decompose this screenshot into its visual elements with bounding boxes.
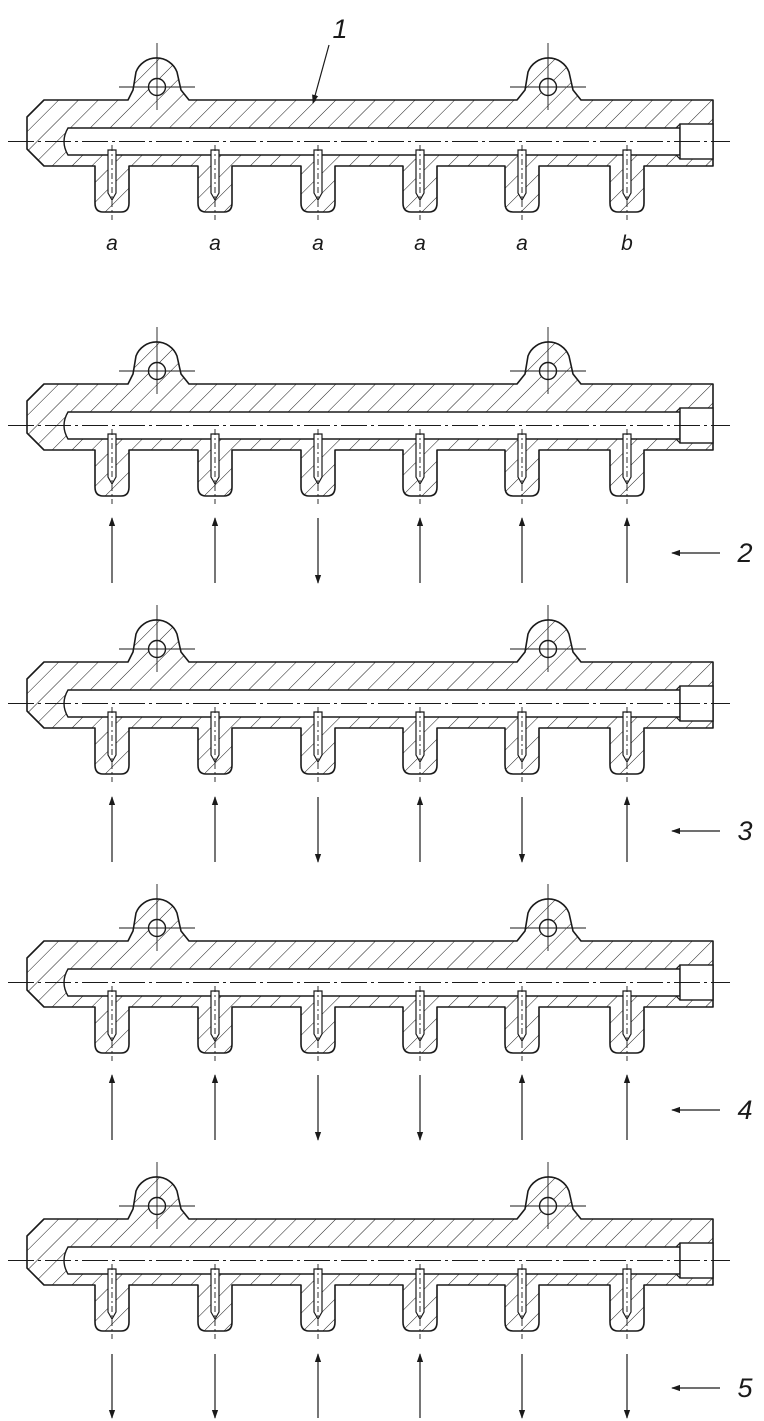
rail-config-5: [8, 1162, 730, 1339]
configuration-5: 5: [8, 1162, 753, 1419]
config-label-3: 3: [737, 816, 752, 846]
rail-body: [8, 327, 730, 504]
configuration-4: 4: [8, 884, 753, 1141]
port-arrows-config-4: [108, 1074, 631, 1141]
config-callout-5: 5: [671, 1373, 753, 1403]
port-arrows-config-5: [108, 1353, 631, 1419]
port-label-5: a: [516, 232, 528, 255]
rail-body: [8, 43, 730, 220]
rail-callout-label: 1: [332, 14, 347, 44]
rail-body: [8, 884, 730, 1061]
configuration-2: 2: [8, 327, 753, 584]
port-arrows-config-3: [108, 796, 631, 863]
rail-config-2: [8, 327, 730, 504]
rail-reference: [8, 43, 730, 220]
config-label-4: 4: [737, 1095, 752, 1125]
rail-config-4: [8, 884, 730, 1061]
rail-body: [8, 605, 730, 782]
rail-body: [8, 1162, 730, 1339]
port-label-4: a: [414, 232, 426, 255]
port-label-1: a: [106, 232, 118, 255]
config-callout-3: 3: [671, 816, 753, 846]
configuration-3: 3: [8, 605, 753, 863]
rail-callout-1: 1: [312, 14, 348, 104]
config-label-5: 5: [737, 1373, 753, 1403]
config-callout-4: 4: [671, 1095, 753, 1125]
config-callout-2: 2: [671, 538, 753, 568]
port-arrows-config-2: [108, 517, 631, 584]
port-label-6: b: [621, 232, 633, 255]
config-label-2: 2: [736, 538, 752, 568]
port-label-3: a: [312, 232, 324, 255]
port-label-2: a: [209, 232, 221, 255]
port-labels: a a a a a b: [106, 232, 633, 255]
rail-config-3: [8, 605, 730, 782]
